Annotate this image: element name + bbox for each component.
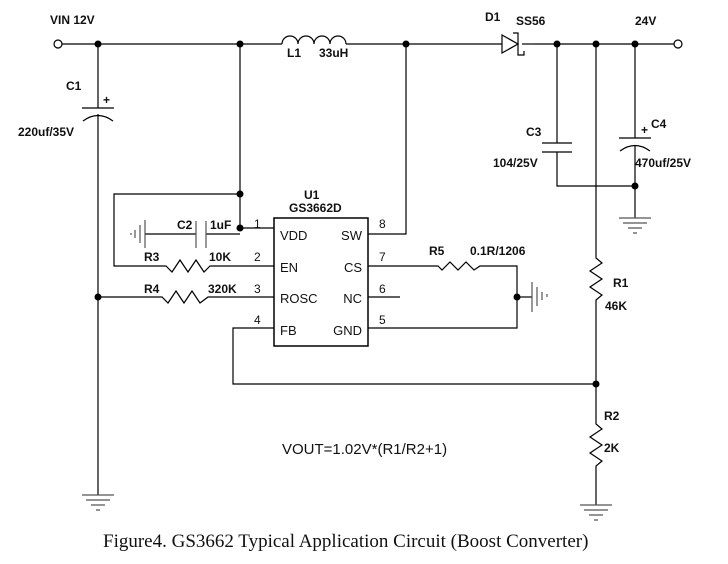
r1-ref: R1 <box>613 276 629 290</box>
pin-name-sw: SW <box>341 228 363 243</box>
c1-value: 220uf/35V <box>18 125 74 139</box>
pin-name-rosc: ROSC <box>280 291 318 306</box>
c4-polarity: + <box>641 123 648 137</box>
wire-sw <box>368 44 407 235</box>
r5-ref: R5 <box>429 244 445 258</box>
wire-c3 <box>556 44 635 187</box>
pin-num-1: 1 <box>254 217 261 231</box>
inductor-l1 <box>281 35 347 45</box>
pin-num-5: 5 <box>379 313 386 327</box>
diode-d1 <box>501 32 534 56</box>
pin-num-3: 3 <box>254 282 261 296</box>
pin-name-fb: FB <box>280 323 297 338</box>
d1-ref: D1 <box>485 10 501 24</box>
pin-num-2: 2 <box>254 250 261 264</box>
pin-name-nc: NC <box>343 291 362 306</box>
c2-value: 1uF <box>210 218 231 232</box>
ground-icon-c2 <box>130 220 146 248</box>
pin-name-en: EN <box>280 260 298 275</box>
ground-icon-c1 <box>82 494 114 511</box>
c1-ref: C1 <box>66 79 82 93</box>
resistor-r3 <box>162 258 274 274</box>
r3-value: 10K <box>209 250 231 264</box>
l1-value: 33uH <box>319 46 348 60</box>
pin-num-7: 7 <box>379 250 386 264</box>
resistor-r5 <box>368 261 518 329</box>
u1-part: GS3662D <box>289 201 342 215</box>
resistor-r4 <box>98 289 274 305</box>
r4-ref: R4 <box>144 282 160 296</box>
wire-en-loop <box>113 193 240 267</box>
vout-formula: VOUT=1.02V*(R1/R2+1) <box>282 441 447 458</box>
pin-num-6: 6 <box>379 282 386 296</box>
pin-name-cs: CS <box>344 260 362 275</box>
vin-terminal <box>53 39 63 49</box>
wire-vdd-feed <box>239 44 274 229</box>
pin-name-vdd: VDD <box>280 228 307 243</box>
c4-value: 470uf/25V <box>635 156 691 170</box>
capacitor-c3 <box>542 142 572 153</box>
r2-value: 2K <box>604 441 620 455</box>
vout-terminal <box>673 39 683 49</box>
c4-ref: C4 <box>651 117 667 131</box>
pin-name-gnd: GND <box>333 323 362 338</box>
r2-ref: R2 <box>604 409 620 423</box>
r1-value: 46K <box>605 299 627 313</box>
ground-icon-c4 <box>619 217 651 234</box>
figure-caption: Figure4. GS3662 Typical Application Circ… <box>103 531 588 552</box>
l1-ref: L1 <box>287 46 301 60</box>
pin-num-8: 8 <box>379 217 386 231</box>
wire-fb <box>232 327 596 385</box>
junction-vdd-c2 <box>236 224 244 232</box>
r3-ref: R3 <box>144 250 160 264</box>
capacitor-c2 <box>195 221 207 248</box>
pin-num-4: 4 <box>254 313 261 327</box>
ground-icon-cs <box>531 282 548 312</box>
c3-value: 104/25V <box>493 156 538 170</box>
c1-polarity: + <box>103 93 110 107</box>
ground-icon-r2 <box>580 504 612 521</box>
u1-ref: U1 <box>304 188 320 202</box>
r4-value: 320K <box>208 282 237 296</box>
c2-ref: C2 <box>177 218 193 232</box>
r5-value: 0.1R/1206 <box>470 244 526 258</box>
vin-label: VIN 12V <box>50 13 95 27</box>
capacitor-c4 <box>619 137 651 152</box>
junction-c3-c4-gnd <box>631 182 639 190</box>
ic-u1-body <box>273 217 369 347</box>
vout-label: 24V <box>635 14 656 28</box>
resistor-r1 <box>588 44 604 384</box>
d1-value: SS56 <box>516 14 546 28</box>
resistor-r2 <box>588 384 604 505</box>
c3-ref: C3 <box>526 125 542 139</box>
